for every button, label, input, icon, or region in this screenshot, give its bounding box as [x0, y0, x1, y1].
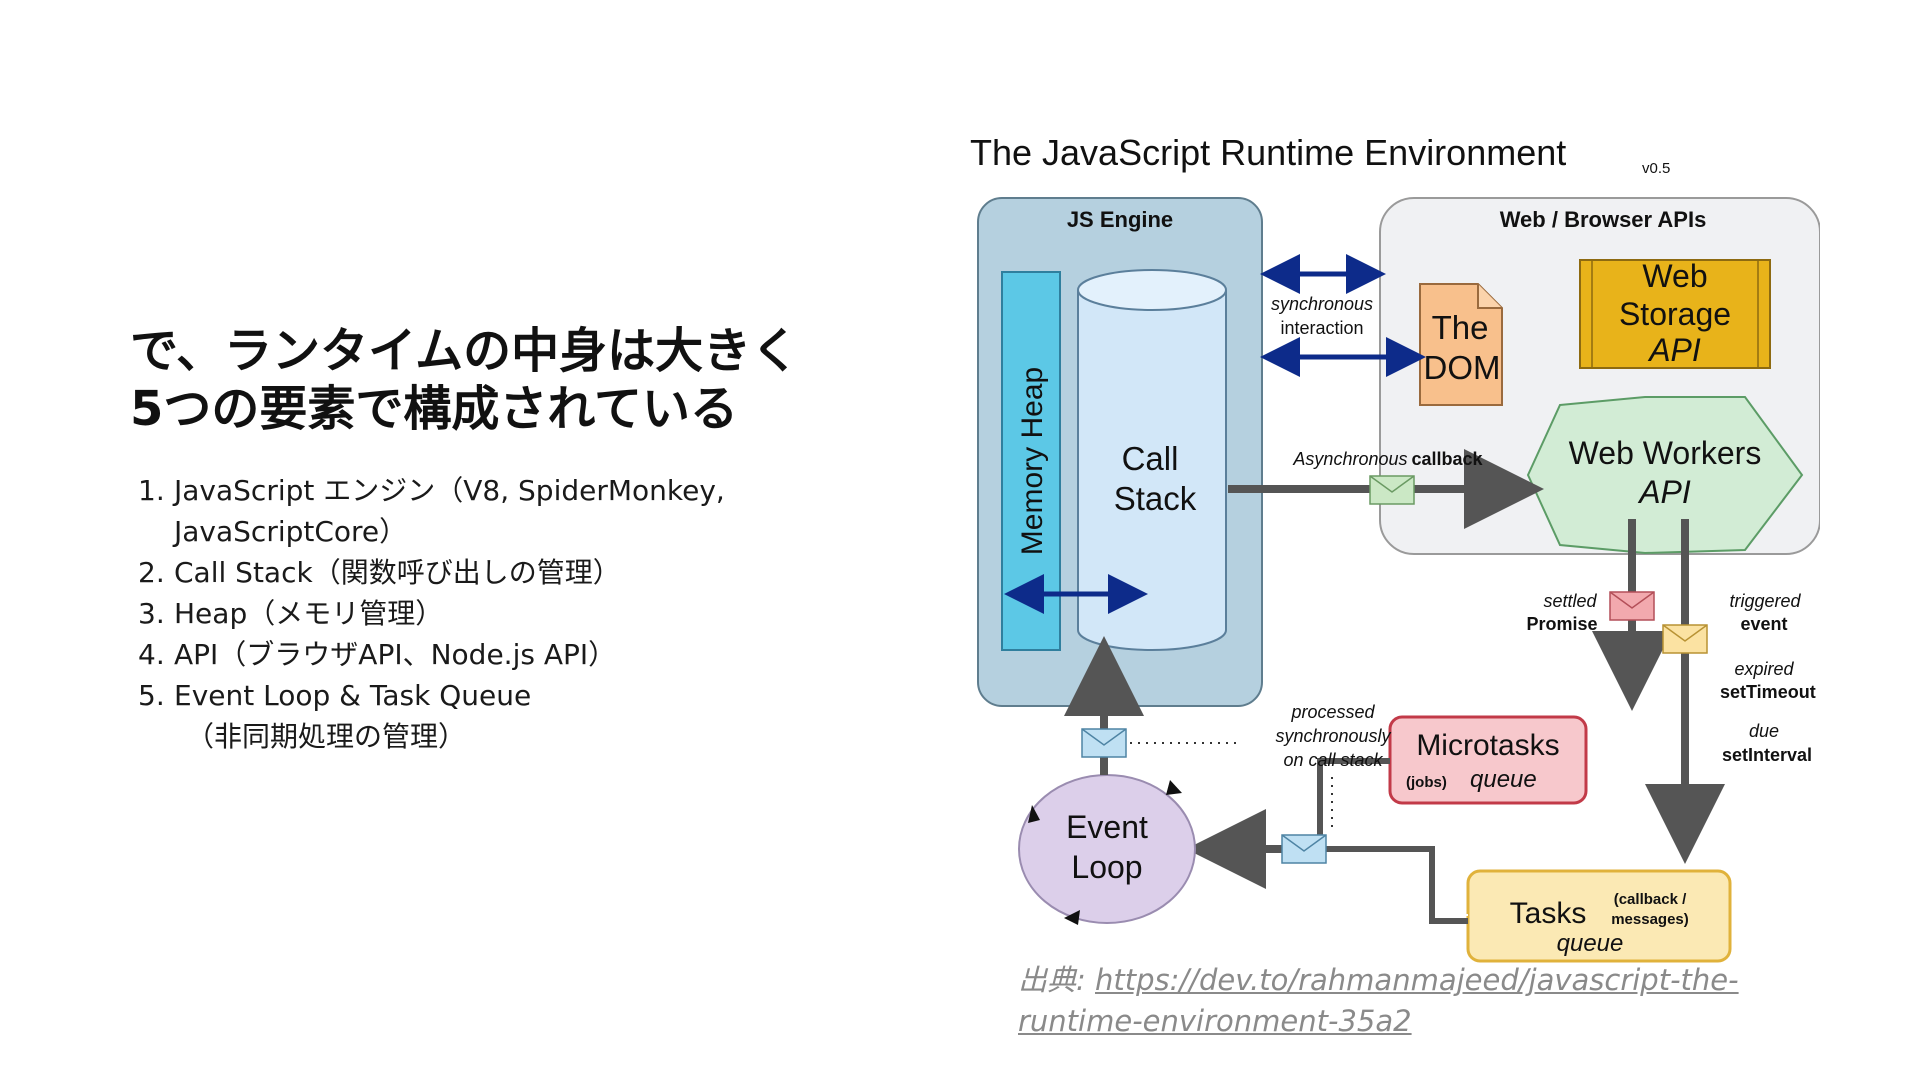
diagram-title: The JavaScript Runtime Environment — [970, 132, 1566, 173]
call-stack-label-1: Call — [1122, 440, 1179, 477]
list-text: Call Stack（関数呼び出しの管理） — [174, 556, 621, 589]
dom-label-1: The — [1432, 309, 1489, 346]
list-item: 5. Event Loop & Task Queue （非同期処理の管理） — [138, 675, 778, 757]
list-number: 5. — [138, 679, 165, 712]
list-text-continued: JavaScriptCore） — [174, 515, 408, 548]
tasks-note-2: messages) — [1611, 911, 1689, 928]
runtime-diagram-svg: The JavaScript Runtime Environment v0.5 … — [970, 132, 1820, 963]
web-storage-box — [1579, 259, 1771, 369]
list-number: 4. — [138, 638, 165, 671]
tasks-title: Tasks — [1510, 897, 1587, 930]
tasks-note-1: (callback / — [1614, 891, 1687, 908]
call-stack-label-2: Stack — [1114, 480, 1197, 517]
microtasks-jobs: (jobs) — [1406, 774, 1447, 791]
triggered-label: triggered — [1729, 591, 1801, 611]
source-prefix: 出典: — [1018, 963, 1086, 997]
sync-label-1: synchronous — [1271, 294, 1373, 314]
source-link[interactable]: https://dev.to/rahmanmajeed/javascript-t… — [1018, 963, 1739, 1038]
dom-fold — [1477, 284, 1502, 309]
event-envelope-icon — [1662, 624, 1708, 654]
memory-heap-label: Memory Heap — [1016, 367, 1049, 555]
web-workers-label-1: Web Workers — [1569, 435, 1762, 471]
loop-envelope-icon — [1281, 834, 1327, 864]
event-label: event — [1740, 614, 1787, 634]
tasks-connector-outer — [1322, 846, 1468, 924]
settled-label: settled — [1543, 591, 1597, 611]
expired-label: expired — [1734, 659, 1794, 679]
event-loop-label-1: Event — [1066, 809, 1148, 845]
promise-label: Promise — [1526, 614, 1597, 634]
source-citation: 出典: https://dev.to/rahmanmajeed/javascri… — [1018, 960, 1778, 1042]
list-text-continued: （非同期処理の管理） — [186, 720, 467, 753]
web-storage-label-2: Storage — [1619, 296, 1731, 332]
async-suffix: callback — [1412, 449, 1484, 469]
event-loop-label-2: Loop — [1071, 849, 1142, 885]
microtasks-connector — [1317, 758, 1390, 849]
list-item: 4. API（ブラウザAPI、Node.js API） — [138, 634, 778, 675]
web-storage-label-1: Web — [1642, 258, 1707, 294]
list-item: 2. Call Stack（関数呼び出しの管理） — [138, 552, 778, 593]
list-text: API（ブラウザAPI、Node.js API） — [174, 638, 617, 671]
settimeout-label: setTimeout — [1720, 682, 1816, 702]
microtasks-queue-label: queue — [1470, 766, 1537, 793]
list-item: 3. Heap（メモリ管理） — [138, 593, 778, 634]
list-item: 1. JavaScript エンジン（V8, SpiderMonkey, Jav… — [138, 470, 778, 552]
runtime-components-list: 1. JavaScript エンジン（V8, SpiderMonkey, Jav… — [138, 470, 778, 757]
js-engine-label: JS Engine — [1067, 207, 1173, 232]
async-envelope-icon — [1369, 475, 1415, 505]
processed-label-1: processed — [1290, 702, 1375, 722]
dom-label-2: DOM — [1424, 349, 1501, 386]
setinterval-label: setInterval — [1722, 745, 1812, 765]
promise-envelope-icon — [1609, 591, 1655, 621]
microtasks-title: Microtasks — [1416, 729, 1559, 762]
list-number: 2. — [138, 556, 165, 589]
sync-label-2: interaction — [1280, 318, 1363, 338]
list-number: 3. — [138, 597, 165, 630]
due-label: due — [1749, 721, 1779, 741]
slide-heading: で、ランタイムの中身は大きく 5つの要素で構成されている — [130, 322, 830, 438]
dom-document — [1419, 283, 1503, 406]
tasks-connector-inner — [1322, 842, 1468, 916]
async-prefix: Asynchronous — [1292, 449, 1407, 469]
list-text: Event Loop & Task Queue — [174, 679, 532, 712]
heading-line-1: で、ランタイムの中身は大きく — [130, 323, 800, 379]
processed-label-2: synchronously — [1275, 726, 1391, 746]
runtime-diagram: The JavaScript Runtime Environment v0.5 … — [970, 125, 1820, 965]
heading-line-2: 5つの要素で構成されている — [130, 381, 738, 437]
stack-envelope-icon — [1081, 728, 1127, 758]
list-text: JavaScript エンジン（V8, SpiderMonkey, — [174, 474, 725, 507]
processed-label-3: on call stack — [1283, 750, 1383, 770]
web-apis-label: Web / Browser APIs — [1500, 207, 1707, 232]
loop-rotation-arrows — [1028, 780, 1182, 925]
web-storage-label-3: API — [1647, 332, 1701, 368]
web-workers-label-2: API — [1637, 474, 1691, 510]
call-stack-cylinder-top — [1077, 269, 1227, 311]
list-text: Heap（メモリ管理） — [174, 597, 444, 630]
diagram-version: v0.5 — [1642, 160, 1670, 177]
list-number: 1. — [138, 474, 165, 507]
tasks-queue-label: queue — [1557, 930, 1624, 957]
